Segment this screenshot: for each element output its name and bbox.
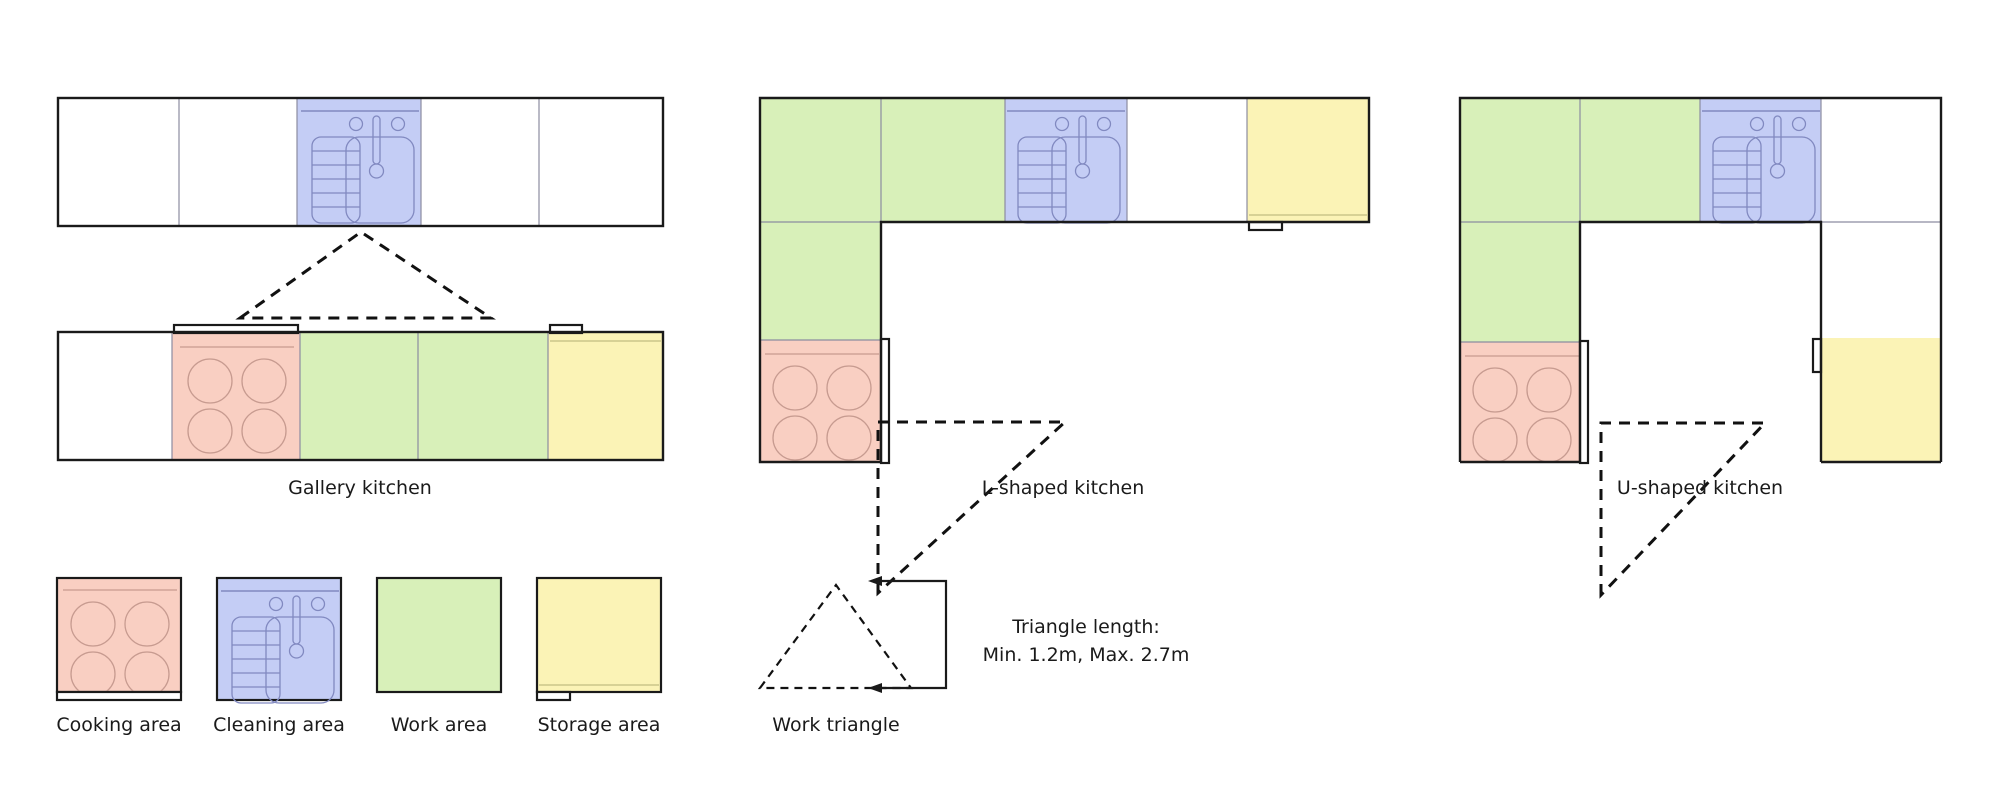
cell-storage bbox=[548, 332, 663, 460]
u-cell-work-2 bbox=[1580, 98, 1700, 222]
u-cell-plain bbox=[1821, 98, 1941, 222]
cell-cleaning bbox=[297, 98, 421, 226]
legend-swatch-storage bbox=[535, 576, 663, 702]
l-cell-storage bbox=[1247, 98, 1369, 222]
u-cell-work-1 bbox=[1460, 98, 1580, 222]
legend-swatch-work bbox=[375, 576, 503, 694]
legend-label-work: Work area bbox=[390, 714, 488, 736]
panel-l-shaped-kitchen bbox=[758, 96, 1371, 597]
gallery-upper-run bbox=[56, 96, 665, 228]
panel-u-shaped-kitchen bbox=[1458, 96, 1943, 599]
l-cell-cooking bbox=[760, 340, 881, 462]
l-cell-work-3 bbox=[760, 222, 881, 340]
caption-gallery-kitchen: Gallery kitchen bbox=[288, 477, 432, 499]
l-cell-plain bbox=[1127, 98, 1247, 222]
legend-label-work-triangle: Work triangle bbox=[772, 714, 900, 736]
legend-label-cooking: Cooking area bbox=[56, 714, 182, 736]
legend-label-storage: Storage area bbox=[537, 714, 661, 736]
u-cell-cooking bbox=[1460, 342, 1580, 462]
gallery-lower-run bbox=[56, 323, 665, 462]
cell-work-1 bbox=[300, 332, 418, 460]
legend-label-cleaning: Cleaning area bbox=[213, 714, 345, 736]
cell-work-2 bbox=[418, 332, 548, 460]
work-triangle-length-note: Triangle length: Min. 1.2m, Max. 2.7m bbox=[936, 614, 1236, 669]
u-cell-storage bbox=[1821, 338, 1941, 462]
work-triangle-u-shaped bbox=[1599, 421, 1769, 599]
l-cell-work-2 bbox=[881, 98, 1005, 222]
legend-swatch-cooking bbox=[55, 576, 183, 702]
cooktop-handle bbox=[55, 690, 183, 702]
legend-work-triangle bbox=[757, 576, 948, 693]
legend-swatch-cleaning bbox=[215, 576, 343, 704]
caption-l-shaped-kitchen: L-shaped kitchen bbox=[981, 477, 1145, 499]
note-line-2: Min. 1.2m, Max. 2.7m bbox=[982, 643, 1190, 666]
note-line-1: Triangle length: bbox=[1012, 616, 1160, 638]
work-triangle-gallery bbox=[235, 230, 496, 320]
work-triangle-l-shaped bbox=[876, 420, 1069, 597]
fridge-handle bbox=[535, 690, 572, 702]
caption-u-shaped-kitchen: U-shaped kitchen bbox=[1616, 477, 1784, 499]
u-cell-work-3 bbox=[1460, 222, 1580, 342]
l-cell-work-1 bbox=[760, 98, 881, 222]
panel-gallery-kitchen bbox=[56, 96, 665, 462]
